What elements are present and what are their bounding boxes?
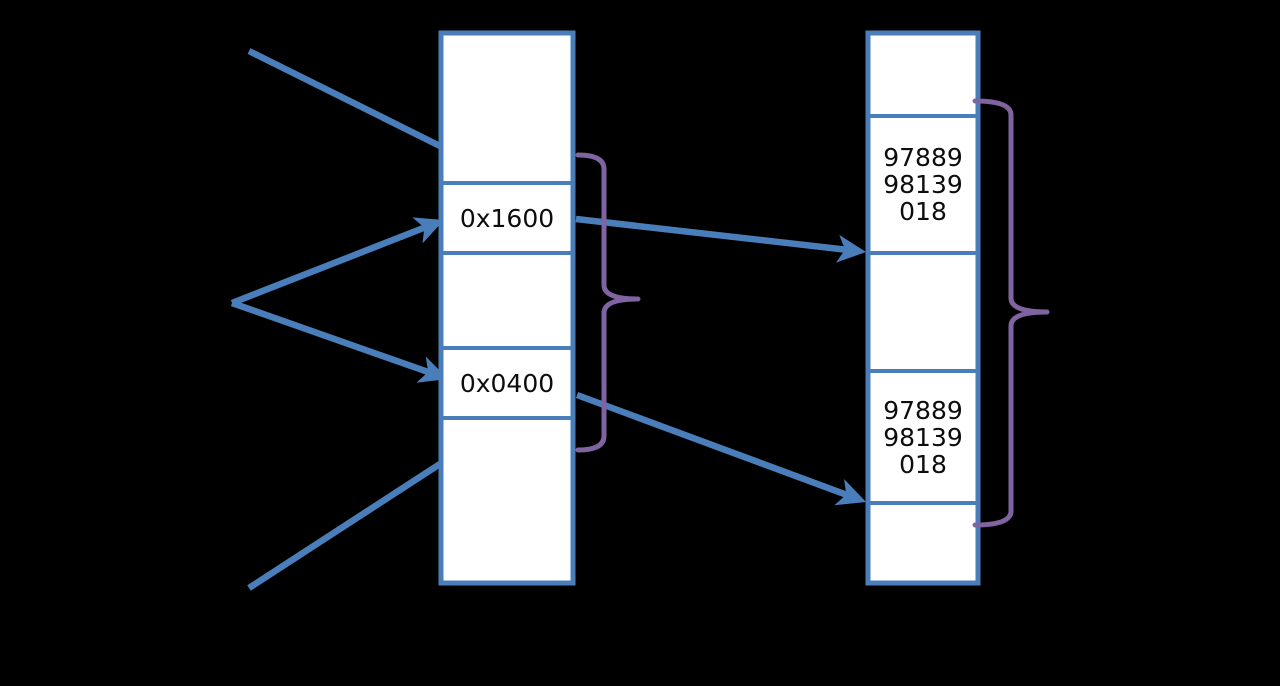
page-table-outline xyxy=(865,30,981,586)
page-table xyxy=(865,30,981,586)
brace-group xyxy=(575,98,1050,528)
arrow-group xyxy=(230,48,867,591)
page-directory-outline xyxy=(438,30,576,586)
pointer-arrow-lower xyxy=(575,391,867,506)
brace-page-directory xyxy=(575,152,641,453)
pointer-arrow-upper xyxy=(575,215,867,263)
page-directory xyxy=(438,30,576,586)
column-group xyxy=(438,30,981,586)
brace-page-table xyxy=(972,98,1050,528)
index-arrow-upper xyxy=(230,217,445,307)
index-arrow-lower xyxy=(230,299,449,383)
incoming-arrow-bottom xyxy=(247,459,445,591)
incoming-arrow-top xyxy=(247,48,460,158)
